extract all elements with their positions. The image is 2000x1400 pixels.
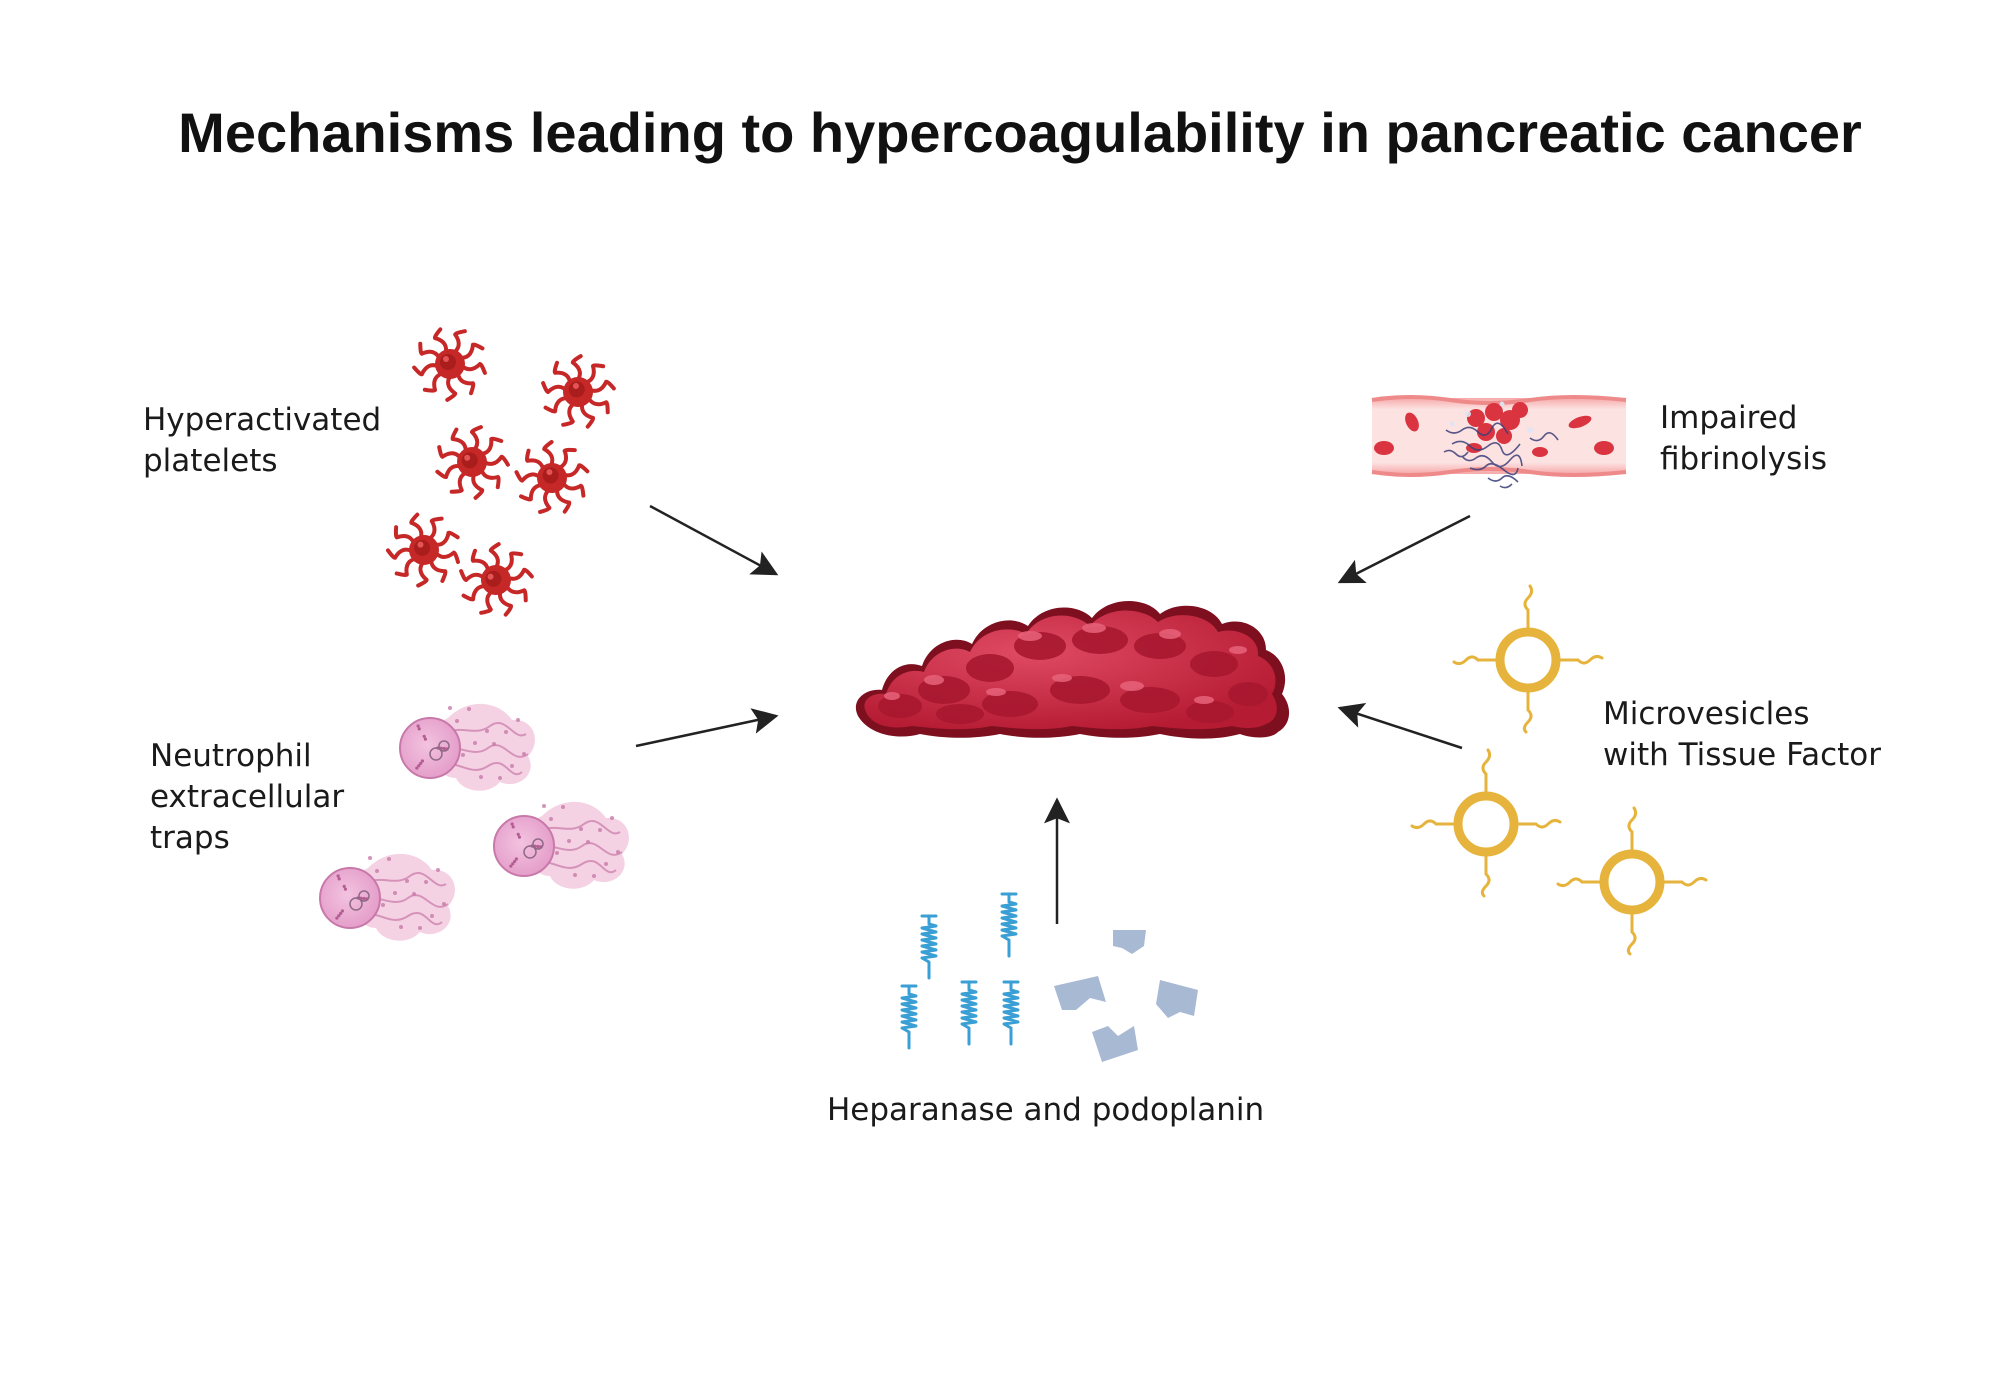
platelet-icon [386,512,460,588]
label-microvesicles-tissue-factor: Microvesicles with Tissue Factor [1603,694,1881,776]
heparanase-icon [900,984,918,1050]
microvesicle-icon [1556,806,1708,956]
label-neutrophil-extracellular-traps: Neutrophil extracellular traps [150,736,344,859]
platelet-icon [459,542,534,617]
platelet-icon [435,425,510,500]
platelet-icon [514,440,590,514]
arrow-icon [1337,514,1471,584]
heparanase-icon [960,980,978,1046]
microvesicle-icon [1410,748,1562,898]
label-line: Neutrophil [150,738,312,774]
label-line: Microvesicles [1603,696,1810,732]
arrow-icon [635,708,779,748]
microvesicle-icon [1452,584,1604,734]
microvesicle-cluster [1410,584,1708,956]
arrow-icon [649,504,779,576]
heparanase-icon [920,914,938,980]
heparanase-cluster [900,892,1020,1050]
label-line: platelets [143,443,278,479]
neutrophil-trap-icon [319,853,455,941]
neutrophil-trap-icon [399,703,535,791]
label-heparanase-podoplanin: Heparanase and podoplanin [827,1090,1264,1131]
label-line: fibrinolysis [1660,441,1828,477]
neutrophil-trap-cluster [319,703,629,941]
label-line: extracellular [150,779,345,815]
podoplanin-icon [1156,980,1198,1018]
blood-clot-icon [855,600,1290,739]
podoplanin-icon [1092,1026,1138,1062]
neutrophil-trap-icon [493,801,629,889]
arrow-group [635,504,1471,924]
arrow-icon [1337,702,1463,750]
platelet-cluster [386,327,616,617]
podoplanin-icon [1054,976,1106,1010]
heparanase-icon [1000,892,1018,958]
label-line: Hyperactivated [143,402,382,438]
label-hyperactivated-platelets: Hyperactivated platelets [143,400,381,482]
heparanase-icon [1002,980,1020,1046]
podoplanin-icon [1113,930,1146,954]
label-line: with Tissue Factor [1603,737,1881,773]
label-line: traps [150,820,230,856]
platelet-icon [412,327,487,402]
label-impaired-fibrinolysis: Impaired fibrinolysis [1660,398,1827,480]
platelet-icon [541,354,616,429]
podoplanin-cluster [1054,930,1198,1062]
label-line: Heparanase and podoplanin [827,1092,1265,1128]
label-line: Impaired [1660,400,1798,436]
diagram-title: Mechanisms leading to hypercoagulability… [178,101,1862,164]
blood-vessel-icon [1371,395,1627,489]
